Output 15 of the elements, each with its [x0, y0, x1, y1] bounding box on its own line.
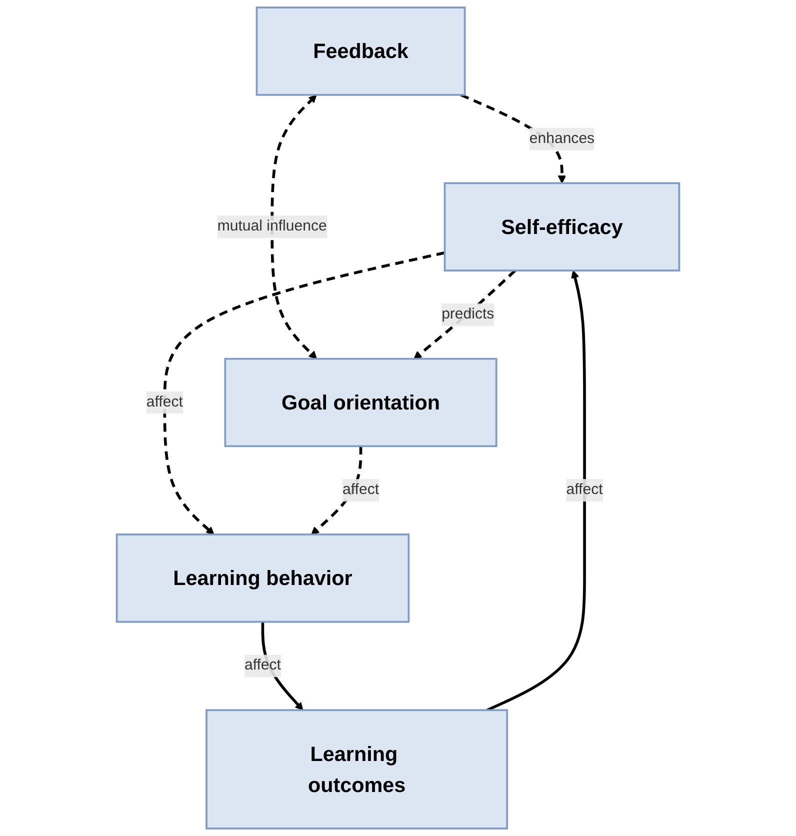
edge-label: predicts [442, 306, 494, 322]
node-box: Goal orientation [224, 358, 498, 448]
edge-label: affect [342, 482, 380, 498]
node-box: Learning outcomes [206, 709, 508, 830]
node-box: Learning behavior [116, 534, 410, 623]
edge-label: affect [244, 658, 281, 674]
node-box: Feedback [256, 6, 466, 96]
node-box: Self-efficacy [444, 182, 680, 272]
arrow [414, 270, 516, 360]
edge-label: mutual influence [217, 218, 327, 234]
arrow [270, 94, 318, 360]
edge-label: enhances [529, 130, 595, 147]
edge-label: affect [146, 394, 183, 410]
arrow [486, 270, 586, 712]
edge-label: affect [566, 482, 603, 498]
